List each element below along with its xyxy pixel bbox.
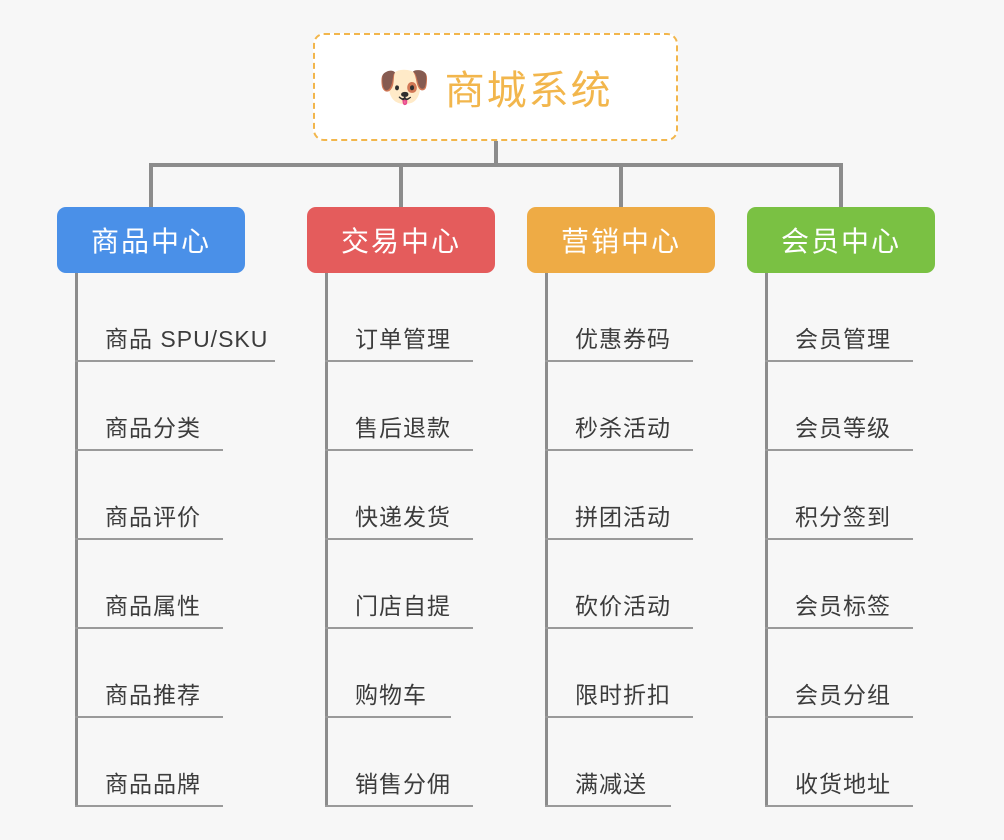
leaf-item[interactable]: 商品推荐 — [75, 629, 223, 718]
branch-trunk-connector-3 — [545, 273, 548, 807]
leaf-item[interactable]: 商品属性 — [75, 540, 223, 629]
leaf-label: 拼团活动 — [575, 504, 671, 530]
leaf-item[interactable]: 会员管理 — [765, 273, 913, 362]
branch-header-label: 会员中心 — [780, 226, 901, 257]
branch-header-label: 营销中心 — [560, 226, 681, 257]
leaf-underline — [75, 805, 223, 807]
leaf-item[interactable]: 门店自提 — [325, 540, 473, 629]
leaf-item[interactable]: 订单管理 — [325, 273, 473, 362]
leaf-item[interactable]: 优惠券码 — [545, 273, 693, 362]
leaf-item[interactable]: 会员标签 — [765, 540, 913, 629]
leaf-underline — [75, 360, 275, 362]
leaf-underline — [75, 538, 223, 540]
leaf-underline — [325, 538, 473, 540]
branch-header-label: 商品中心 — [90, 226, 211, 257]
leaf-underline — [545, 805, 671, 807]
leaf-item[interactable]: 商品评价 — [75, 451, 223, 540]
leaf-underline — [75, 627, 223, 629]
leaf-label: 限时折扣 — [575, 682, 671, 708]
leaf-item[interactable]: 拼团活动 — [545, 451, 693, 540]
leaf-label: 订单管理 — [355, 326, 451, 352]
branch-header-3[interactable]: 营销中心 — [527, 207, 715, 273]
leaf-item[interactable]: 购物车 — [325, 629, 451, 718]
leaf-label: 满减送 — [575, 771, 647, 797]
leaf-underline — [325, 716, 451, 718]
leaf-label: 商品分类 — [105, 415, 201, 441]
leaf-underline — [545, 538, 693, 540]
leaf-item[interactable]: 满减送 — [545, 718, 671, 807]
leaf-item[interactable]: 商品品牌 — [75, 718, 223, 807]
branch-header-2[interactable]: 交易中心 — [307, 207, 495, 273]
branch-drop-connector-4 — [839, 163, 843, 209]
leaf-label: 积分签到 — [795, 504, 891, 530]
leaf-underline — [325, 449, 473, 451]
leaf-underline — [765, 805, 913, 807]
leaf-underline — [545, 716, 693, 718]
root-title: 商城系统 — [444, 69, 613, 113]
branch-drop-connector-2 — [399, 163, 403, 209]
branch-drop-connector-3 — [619, 163, 623, 209]
leaf-item[interactable]: 会员分组 — [765, 629, 913, 718]
leaf-label: 销售分佣 — [355, 771, 451, 797]
leaf-item[interactable]: 积分签到 — [765, 451, 913, 540]
leaf-item[interactable]: 快递发货 — [325, 451, 473, 540]
leaf-item[interactable]: 砍价活动 — [545, 540, 693, 629]
leaf-underline — [765, 627, 913, 629]
leaf-item[interactable]: 会员等级 — [765, 362, 913, 451]
leaf-underline — [765, 538, 913, 540]
branch-drop-connector-1 — [149, 163, 153, 209]
leaf-label: 会员分组 — [795, 682, 891, 708]
leaf-item[interactable]: 售后退款 — [325, 362, 473, 451]
leaf-label: 商品品牌 — [105, 771, 201, 797]
leaf-label: 商品属性 — [105, 593, 201, 619]
leaf-underline — [545, 449, 693, 451]
root-node[interactable]: 🐶 商城系统 — [313, 33, 678, 141]
leaf-label: 购物车 — [355, 682, 427, 708]
leaf-item[interactable]: 收货地址 — [765, 718, 913, 807]
leaf-underline — [75, 449, 223, 451]
root-stem-connector — [494, 141, 498, 165]
leaf-label: 商品评价 — [105, 504, 201, 530]
leaf-item[interactable]: 商品分类 — [75, 362, 223, 451]
leaf-label: 商品推荐 — [105, 682, 201, 708]
leaf-item[interactable]: 销售分佣 — [325, 718, 473, 807]
branch-header-4[interactable]: 会员中心 — [747, 207, 935, 273]
branch-header-label: 交易中心 — [340, 226, 461, 257]
branch-trunk-connector-1 — [75, 273, 78, 807]
branch-bus-connector — [149, 163, 841, 167]
leaf-underline — [325, 360, 473, 362]
leaf-label: 秒杀活动 — [575, 415, 671, 441]
leaf-underline — [75, 716, 223, 718]
leaf-label: 售后退款 — [355, 415, 451, 441]
leaf-label: 商品 SPU/SKU — [105, 326, 269, 352]
leaf-label: 会员等级 — [795, 415, 891, 441]
leaf-label: 优惠券码 — [575, 326, 671, 352]
leaf-underline — [765, 360, 913, 362]
leaf-item[interactable]: 商品 SPU/SKU — [75, 273, 275, 362]
leaf-underline — [765, 716, 913, 718]
branch-header-1[interactable]: 商品中心 — [57, 207, 245, 273]
leaf-label: 门店自提 — [355, 593, 451, 619]
shiba-dog-icon: 🐶 — [378, 63, 431, 110]
leaf-label: 砍价活动 — [575, 593, 671, 619]
leaf-underline — [325, 805, 473, 807]
leaf-underline — [545, 627, 693, 629]
leaf-label: 快递发货 — [355, 504, 451, 530]
branch-trunk-connector-4 — [765, 273, 768, 807]
leaf-underline — [765, 449, 913, 451]
leaf-label: 会员标签 — [795, 593, 891, 619]
branch-trunk-connector-2 — [325, 273, 328, 807]
leaf-underline — [325, 627, 473, 629]
leaf-label: 会员管理 — [795, 326, 891, 352]
leaf-label: 收货地址 — [795, 771, 891, 797]
leaf-item[interactable]: 限时折扣 — [545, 629, 693, 718]
leaf-item[interactable]: 秒杀活动 — [545, 362, 693, 451]
leaf-underline — [545, 360, 693, 362]
